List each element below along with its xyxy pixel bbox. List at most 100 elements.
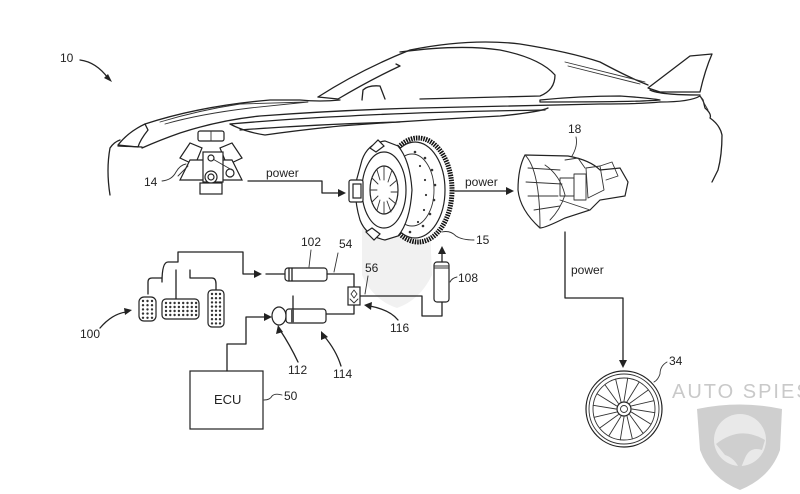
wheel-spoke	[631, 408, 656, 414]
watermark-faint-logo	[362, 221, 432, 308]
master-cylinder-icon	[265, 267, 328, 282]
pedal-grip-dot	[218, 305, 222, 308]
ecu-label: ECU	[214, 392, 241, 407]
pedal-grip-dot	[218, 313, 222, 317]
pedal-grip-dot	[182, 313, 185, 317]
clutch-assembly-icon	[348, 135, 455, 245]
wheel-spoke	[604, 384, 619, 404]
watermark-logo: AUTO SPIES	[672, 381, 800, 490]
pedal-grip-dot	[150, 316, 154, 319]
power-label-transmission-wheel: power	[571, 263, 604, 277]
pedal-grip-dot	[186, 305, 189, 309]
line-54	[326, 273, 355, 289]
pedal-grip-dot	[214, 322, 218, 325]
car-outline	[107, 41, 723, 196]
label-actuator-cylinder: 114	[333, 367, 352, 381]
pedal-grip-dot	[210, 297, 214, 300]
leader-accumulator	[449, 276, 458, 283]
pedal-grip-dot	[186, 309, 189, 313]
label-pedals: 100	[80, 327, 100, 341]
pedal-grip-dot	[164, 309, 168, 313]
label-valve-56: 56	[365, 261, 379, 275]
actuator-cylinder-icon	[285, 295, 327, 324]
leader-engine	[161, 163, 187, 182]
pedal-grip-dot	[214, 313, 218, 317]
arrowhead-valve-116	[364, 302, 372, 310]
power-label-clutch-transmission: power	[465, 175, 498, 189]
pedal-grip-dot	[141, 316, 145, 319]
pedal-grip-dot	[141, 308, 145, 311]
power-label-engine-clutch: power	[266, 166, 299, 180]
pedal-grip-dot	[190, 305, 193, 309]
label-transmission: 18	[568, 122, 582, 136]
wheel-spoke	[630, 411, 652, 425]
leader-actuator-cylinder	[323, 335, 342, 367]
pedal-grip-dot	[214, 318, 218, 321]
wheel-spoke	[629, 414, 644, 434]
pedal-grip-dot	[146, 312, 149, 315]
accelerator-pedal	[207, 289, 225, 328]
label-ecu-ref: 50	[284, 389, 298, 403]
wheel-spoke	[626, 381, 640, 403]
pedal-grip-dot	[214, 292, 218, 296]
pedal-grip-dot	[164, 305, 168, 309]
pedal-grip-dot	[146, 304, 149, 307]
label-accumulator: 108	[458, 271, 478, 285]
leader-line-54	[333, 252, 339, 273]
label-vehicle: 10	[60, 51, 74, 65]
wheel-spoke	[593, 411, 618, 418]
pedal-grip-dot	[173, 313, 176, 317]
pedal-grip-dot	[210, 318, 214, 321]
pedal-grip-dot	[218, 318, 222, 321]
arrowhead-vehicle	[104, 74, 112, 82]
pedal-grip-dot	[182, 301, 185, 305]
leader-motor	[279, 329, 299, 363]
power-line-transmission-wheel	[564, 231, 624, 363]
valve-icon	[347, 286, 361, 306]
wheel-spoke	[630, 400, 655, 407]
pedal-grip-dot	[182, 305, 185, 309]
pedal-grip-dot	[150, 308, 154, 311]
watermark-text: AUTO SPIES	[672, 381, 800, 403]
pedal-grip-dot	[210, 313, 214, 317]
accumulator-icon	[433, 251, 450, 303]
line-accumulator	[359, 295, 443, 317]
pedal-grip-dot	[210, 322, 214, 325]
pedal-grip-dot	[218, 292, 222, 296]
arrowhead-clutch-transmission	[506, 187, 514, 195]
arrowhead-accumulator	[438, 246, 446, 254]
arrowhead-motor	[276, 325, 283, 334]
wheel-spoke	[623, 377, 629, 402]
ecu-control-line	[226, 316, 267, 372]
line-actuator	[325, 303, 355, 315]
pedal-grip-dot	[164, 313, 168, 317]
pedal-grip-dot	[194, 301, 198, 305]
ecu-box	[189, 370, 264, 430]
leader-clutch	[441, 231, 475, 241]
pedal-grip-dot	[194, 313, 198, 317]
label-valve-116: 116	[390, 321, 409, 335]
pedal-grip-dot	[182, 309, 185, 313]
pedal-grip-dot	[218, 297, 222, 300]
leader-master-cylinder	[308, 249, 312, 268]
arrowhead-ecu	[264, 313, 272, 321]
pedal-grip-dot	[177, 313, 181, 317]
pedal-grip-dot	[150, 312, 154, 315]
leader-transmission	[571, 136, 577, 157]
brake-pedal	[161, 298, 200, 320]
leader-valve-116	[369, 305, 399, 321]
pedal-grip-dot	[177, 309, 181, 313]
leader-valve-56	[364, 275, 369, 295]
pedal-grip-dot	[214, 309, 218, 312]
label-clutch: 15	[476, 233, 490, 247]
pedal-grip-dot	[146, 316, 149, 319]
pedal-grip-dot	[169, 309, 172, 313]
arrowhead-pedals	[124, 308, 132, 315]
pedal-grip-dot	[146, 308, 149, 311]
pedal-grip-dot	[214, 305, 218, 308]
leader-pedals	[99, 311, 127, 329]
pedal-grip-dot	[210, 292, 214, 296]
pedal-grip-dot	[141, 304, 145, 307]
pedal-grip-dot	[186, 301, 189, 305]
